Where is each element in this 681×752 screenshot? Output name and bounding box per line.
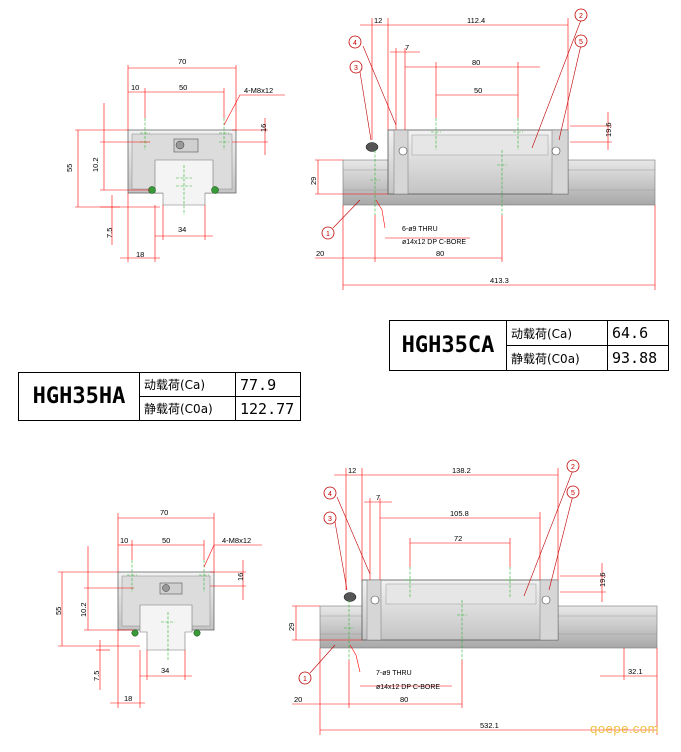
ca-end-w34: 34 (178, 225, 186, 234)
ca-dynamic-load-value: 64.6 (607, 320, 669, 346)
ha-model-name: HGH35HA (18, 372, 140, 421)
ca-end-h55: 55 (65, 164, 74, 172)
ha-balloon-5: 5 (571, 490, 575, 497)
ha-balloon-1: 1 (303, 676, 307, 683)
ca-balloon-3: 3 (354, 65, 358, 72)
ca-static-load-label: 静载荷(C0a) (506, 345, 608, 371)
ha-side-d1058: 105.8 (450, 509, 469, 518)
ca-side-d1124: 112.4 (467, 16, 485, 25)
ha-end-view: 70 10 50 4-M8x12 55 10.2 16 7.5 34 18 (54, 508, 262, 708)
ca-side-d7: 7 (405, 43, 409, 52)
ha-static-load-value: 122.77 (235, 396, 301, 421)
ha-side-d29: 29 (287, 623, 296, 631)
ca-side-d80b: 80 (436, 249, 444, 258)
ca-side-d4133: 413.3 (490, 276, 509, 285)
ha-end-screw: 4-M8x12 (222, 536, 251, 545)
ca-side-cbore: ø14x12 DP C-BORE (402, 239, 466, 246)
ha-side-thru: 7-ø9 THRU (376, 670, 412, 677)
ha-end-w34: 34 (161, 666, 169, 675)
ha-side-d72: 72 (454, 534, 462, 543)
ha-side-d12: 12 (348, 466, 356, 475)
ca-side-thru: 6-ø9 THRU (402, 226, 438, 233)
ha-balloon-2: 2 (571, 464, 575, 471)
ha-end-w50: 50 (162, 536, 170, 545)
ca-balloon-2: 2 (579, 13, 583, 20)
ha-side-view: 2 4 5 3 1 12 138.2 7 105.8 72 19.6 29 32… (287, 459, 658, 735)
ca-end-screw: 4-M8x12 (244, 86, 273, 95)
ca-end-w18: 18 (136, 250, 144, 259)
ha-end-h102: 10.2 (79, 602, 88, 617)
ha-side-d20: 20 (294, 695, 302, 704)
ha-end-h16: 16 (236, 573, 245, 581)
ca-end-w50: 50 (179, 83, 187, 92)
ha-dynamic-load-value: 77.9 (235, 372, 301, 397)
ha-static-load-label: 静载荷(C0a) (139, 396, 236, 421)
ha-end-w10: 10 (120, 536, 128, 545)
ha-end-w18: 18 (124, 694, 132, 703)
ca-end-h16: 16 (259, 124, 268, 132)
ca-balloon-5: 5 (579, 39, 583, 46)
ca-side-view: 2 4 5 3 1 12 112.4 7 80 50 19.6 29 6-ø9 … (309, 8, 656, 290)
ha-side-d7: 7 (376, 493, 380, 502)
ca-model-name: HGH35CA (389, 320, 507, 371)
ha-balloon-3: 3 (328, 516, 332, 523)
ca-spec-table: HGH35CA 动载荷(Ca) 64.6 静载荷(C0a) 93.88 (389, 320, 669, 371)
ha-balloons: 2 4 5 3 1 (298, 459, 580, 685)
ca-end-h102: 10.2 (91, 157, 100, 172)
ca-dynamic-load-label: 动载荷(Ca) (506, 320, 608, 346)
ha-side-d5321: 532.1 (480, 721, 499, 730)
ha-balloon-4: 4 (328, 491, 332, 498)
watermark: qoepe.com (590, 721, 659, 736)
ha-dynamic-load-label: 动载荷(Ca) (139, 372, 236, 397)
ha-side-d196: 19.6 (598, 572, 607, 587)
ca-end-w10: 10 (131, 83, 139, 92)
ca-balloon-4: 4 (353, 40, 357, 47)
ca-side-d50: 50 (474, 86, 482, 95)
ha-spec-table: HGH35HA 动载荷(Ca) 77.9 静载荷(C0a) 122.77 (18, 372, 301, 421)
ca-side-d29: 29 (309, 177, 318, 185)
ha-end-h55: 55 (54, 607, 63, 615)
ha-side-d321: 32.1 (628, 667, 643, 676)
ha-side-d80: 80 (400, 695, 408, 704)
ha-end-w70: 70 (160, 508, 168, 517)
ca-side-d196: 19.6 (604, 122, 613, 137)
ca-side-d12: 12 (374, 16, 382, 25)
ca-end-view: 70 10 50 4-M8x12 55 10.2 16 7.5 34 18 (65, 57, 285, 262)
ha-end-h75: 7.5 (92, 671, 101, 681)
ca-static-load-value: 93.88 (607, 345, 669, 371)
ca-side-d20: 20 (316, 249, 324, 258)
ca-balloon-1: 1 (326, 231, 330, 238)
ca-end-w70: 70 (178, 57, 186, 66)
ha-side-cbore: ø14x12 DP C-BORE (376, 684, 440, 691)
ha-side-d1382: 138.2 (452, 466, 471, 475)
ca-end-h75: 7.5 (105, 228, 114, 238)
ca-balloons: 2 4 5 3 1 (321, 8, 588, 240)
ca-side-d80: 80 (472, 58, 480, 67)
